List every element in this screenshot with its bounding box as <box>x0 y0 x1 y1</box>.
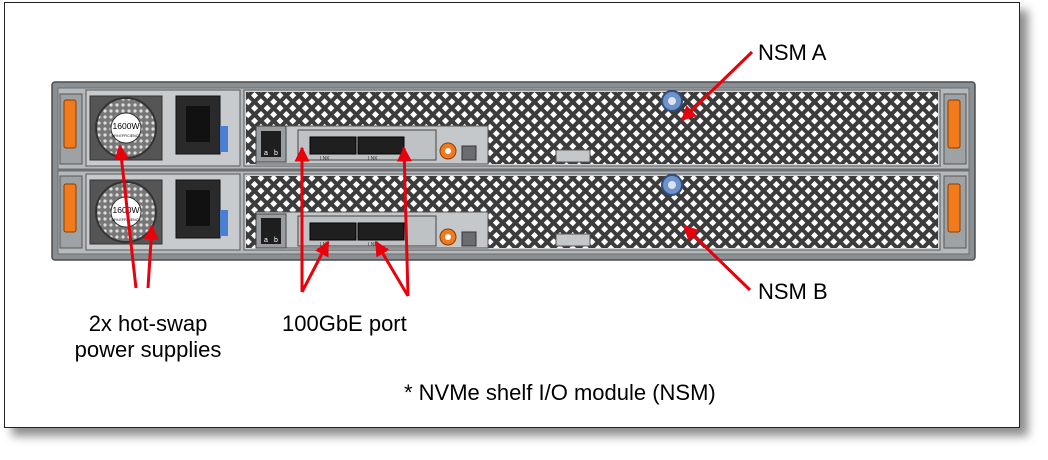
nsm-b-module[interactable]: a b LNK LNK <box>243 173 941 251</box>
nsm-a-port-left-label: LNK <box>320 156 330 162</box>
label-nsm-b: NSM B <box>758 279 828 304</box>
arrow-port-b-right <box>374 240 410 297</box>
right-latch-top[interactable] <box>943 93 967 165</box>
nsm-b-port-right[interactable] <box>357 222 405 241</box>
right-latch-bottom[interactable] <box>943 175 967 249</box>
psu-efficiency-bottom: 96% EFFICIENCY <box>111 218 141 222</box>
nsm-b-switch-b: b <box>274 237 278 244</box>
left-latch-bottom[interactable] <box>59 175 83 249</box>
power-supply-top[interactable]: 1600W 96% EFFICIENCY <box>85 89 241 167</box>
nsm-a-port-right-label: LNK <box>368 156 378 162</box>
label-psu: 2x hot-swap power supplies <box>52 311 244 363</box>
label-psu-line2: power supplies <box>74 337 222 362</box>
label-port: 100GbE port <box>282 311 407 336</box>
nsm-a-port-right[interactable] <box>357 136 405 155</box>
nsm-a-switch[interactable] <box>261 131 281 157</box>
label-footnote: * NVMe shelf I/O module (NSM) <box>404 380 716 405</box>
nsm-a-switch-b: b <box>274 150 278 157</box>
nsm-a-port-left[interactable] <box>309 136 357 155</box>
label-nsm-a: NSM A <box>758 40 827 65</box>
nsm-b-port-right-label: LNK <box>368 242 378 248</box>
psu-efficiency-top: 96% EFFICIENCY <box>111 134 141 138</box>
arrow-nsm-a <box>680 50 754 122</box>
arrow-nsm-b <box>682 224 752 292</box>
nsm-a-switch-a: a <box>264 150 268 157</box>
label-psu-line1: 2x hot-swap <box>88 311 208 336</box>
arrow-psu-top <box>114 144 138 289</box>
arrow-port-a-right <box>396 146 412 297</box>
nsm-b-switch-a: a <box>264 237 268 244</box>
nsm-b-switch[interactable] <box>261 218 281 244</box>
arrow-port-b-left <box>300 240 330 293</box>
psu-rating-top: 1600W <box>113 121 140 131</box>
left-latch-top[interactable] <box>59 93 83 165</box>
nsm-a-module[interactable]: a b LNK LNK <box>243 89 941 167</box>
power-supply-bottom[interactable]: 1600W 96% EFFICIENCY <box>85 173 241 251</box>
nsm-b-port-left[interactable] <box>309 222 357 241</box>
blue-tab-bottom <box>220 210 228 236</box>
blue-tab-top <box>220 126 228 152</box>
arrow-psu-bottom <box>143 224 159 289</box>
